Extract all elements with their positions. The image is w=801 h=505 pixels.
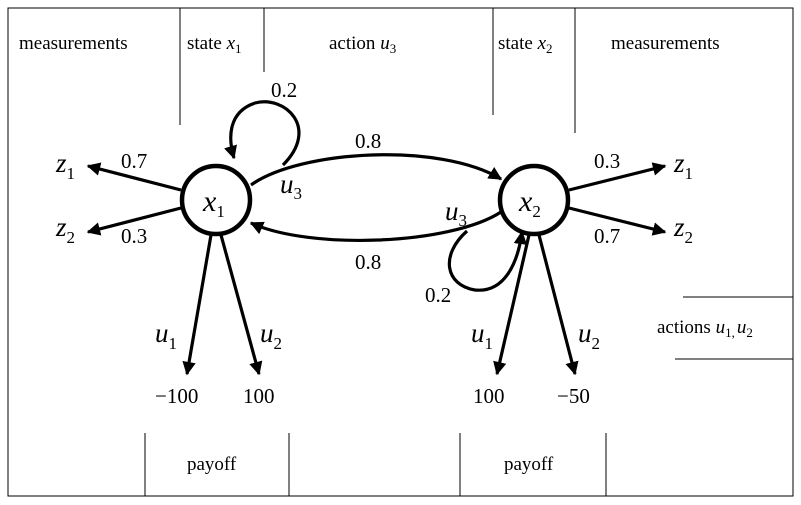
action-u2-x2: u2 xyxy=(578,318,600,353)
observation-z1-left: z1 xyxy=(55,148,75,183)
action-x1-u1-edge xyxy=(182,234,213,376)
prob-x1-z2: 0.3 xyxy=(121,224,147,248)
observation-z2-left: z2 xyxy=(55,212,75,247)
state-node-x2-label: x2 xyxy=(518,185,541,221)
action-x2-u1-edge xyxy=(493,234,531,376)
prob-self-x1: 0.2 xyxy=(271,78,297,102)
measurements-right-label: measurements xyxy=(611,33,720,54)
payoff-x2-u1: 100 xyxy=(473,384,505,408)
payoff-x2-u2: −50 xyxy=(557,384,590,408)
state-x2-label: state x2 xyxy=(498,33,553,56)
prob-self-x2: 0.2 xyxy=(425,283,451,307)
prob-x2-to-x1: 0.8 xyxy=(355,250,381,274)
payoff-x1-u2: 100 xyxy=(243,384,275,408)
payoff-right-label: payoff xyxy=(504,454,554,475)
action-x2-u2-edge xyxy=(537,234,579,376)
state-node-x2 xyxy=(497,163,571,237)
payoff-x1-u1: −100 xyxy=(155,384,198,408)
prob-x1-z1: 0.7 xyxy=(121,149,147,173)
self-loop-x1-edge xyxy=(224,100,301,167)
self-loop-x2-edge xyxy=(447,229,528,292)
measurements-left-label: measurements xyxy=(19,33,128,54)
state-node-x1 xyxy=(179,163,253,237)
state-x1-label: state x1 xyxy=(187,33,242,56)
measurement-x2-z2-edge xyxy=(568,206,667,236)
prob-x2-z1: 0.3 xyxy=(594,149,620,173)
prob-x2-z2: 0.7 xyxy=(594,224,620,248)
observation-z2-right: z2 xyxy=(673,212,693,247)
action-u3-x2: u3 xyxy=(445,196,467,230)
measurement-x1-z1-edge xyxy=(86,162,182,192)
observation-z1-right: z1 xyxy=(673,148,693,183)
actions-u1-u2-label: actions u1,u2 xyxy=(657,317,753,340)
prob-x1-to-x2: 0.8 xyxy=(355,129,381,153)
action-u1-x1: u1 xyxy=(155,318,177,353)
outer-frame xyxy=(7,7,794,497)
state-node-x1-label: x1 xyxy=(202,185,225,221)
measurement-x2-z1-edge xyxy=(568,162,667,192)
transition-x1-to-x2-edge xyxy=(250,153,503,187)
action-u3-label: action u3 xyxy=(329,33,396,56)
transition-x2-to-x1-edge xyxy=(249,210,502,242)
action-x1-u2-edge xyxy=(219,234,263,376)
payoff-left-label: payoff xyxy=(187,454,237,475)
action-u1-x2: u1 xyxy=(471,318,493,353)
action-u3-x1: u3 xyxy=(280,169,302,203)
action-u2-x1: u2 xyxy=(260,318,282,353)
measurement-x1-z2-edge xyxy=(86,206,182,236)
